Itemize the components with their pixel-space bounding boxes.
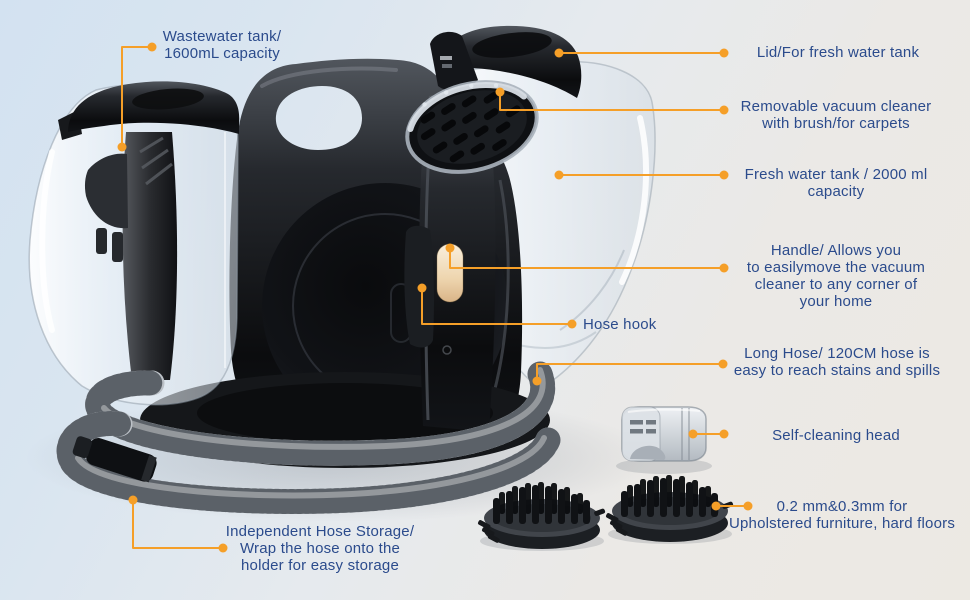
callout-lines — [121, 46, 746, 549]
callout-label-lid: Lid/For fresh water tank — [756, 44, 920, 61]
callout-label-hose-hook: Hose hook — [583, 316, 657, 333]
callout-line-wastewater-tank — [121, 46, 152, 147]
callout-line-long-hose — [536, 363, 721, 381]
brush-head-bristles — [420, 91, 521, 163]
hose-connector — [72, 436, 157, 483]
callout-line-handle — [449, 248, 722, 269]
callout-label-removable-vacuum: Removable vacuum cleaner with brush/for … — [740, 98, 932, 132]
callout-label-handle: Handle/ Allows you to easilymove the vac… — [746, 242, 926, 310]
wastewater-tank-illustration — [28, 81, 240, 406]
callout-label-long-hose: Long Hose/ 120CM hose is easy to reach s… — [733, 345, 941, 379]
wastewater-tank-lid-illustration — [58, 81, 240, 140]
callout-line-removable-vacuum — [499, 92, 722, 111]
callout-label-wastewater-tank: Wastewater tank/ 1600mL capacity — [162, 28, 282, 62]
self-cleaning-head-illustration — [616, 406, 712, 474]
callout-dots — [117, 42, 753, 553]
callout-line-hose-hook — [421, 288, 570, 325]
hose-illustration — [56, 361, 561, 514]
callout-label-hose-storage: Independent Hose Storage/ Wrap the hose … — [225, 523, 415, 574]
callout-label-brush-sizes: 0.2 mm&0.3mm for Upholstered furniture, … — [728, 498, 956, 532]
callout-label-self-cleaning-head: Self-cleaning head — [772, 427, 900, 444]
brush-disk-small-illustration — [477, 482, 606, 551]
brush-disk-large-illustration — [605, 475, 734, 544]
callout-line-hose-storage — [132, 500, 221, 549]
callout-label-fresh-water-tank: Fresh water tank / 2000 ml capacity — [744, 166, 928, 200]
